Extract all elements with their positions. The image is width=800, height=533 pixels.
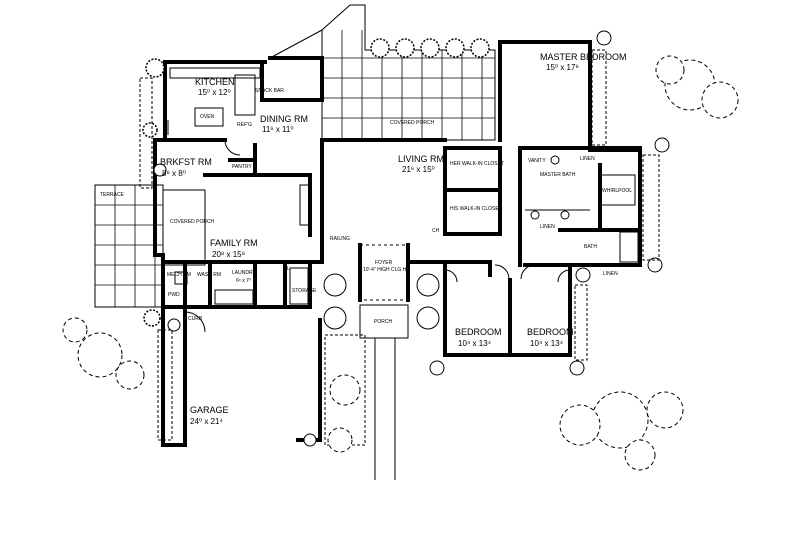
pwd-label: PWD: [168, 292, 180, 298]
ch-label: CH: [432, 228, 440, 234]
his-closet-label: HIS WALK-IN CLOSET: [450, 206, 502, 212]
whirlpool-label: WHIRLPOOL: [602, 188, 632, 194]
refg-label: REF'G: [237, 122, 252, 128]
curb-label: CURB: [188, 316, 203, 322]
cl-label: CL: [283, 266, 290, 272]
linen-label-1: LINEN: [580, 156, 595, 162]
oven-label: OVEN: [200, 114, 215, 120]
bedroom1-dims: 10⁴ x 13⁴: [458, 339, 492, 348]
her-closet-label: HER WALK-IN CLOSET: [450, 161, 504, 167]
linen-label-3: LINEN: [603, 271, 618, 277]
wash-name: WASH RM: [197, 272, 221, 278]
brkfst-dims: 8⁸ x 8⁰: [162, 169, 186, 178]
family-name: FAMILY RM: [210, 238, 258, 248]
covered-porch-left-label: COVERED PORCH: [170, 219, 215, 225]
garage-dims: 24⁰ x 21⁴: [190, 417, 223, 426]
area-labels: COVERED PORCH COVERED PORCH TERRACE PORC…: [100, 88, 632, 325]
storage-label: STORAGE: [292, 288, 317, 294]
kitchen-dims: 15⁰ x 12⁰: [198, 88, 231, 97]
garage-name: GARAGE: [190, 405, 229, 415]
bedroom1-name: BEDROOM: [455, 327, 502, 337]
master-bedroom-name: MASTER BEDROOM: [540, 52, 627, 62]
foyer-note: 10'-4" HIGH CLG HG: [363, 267, 410, 273]
brkfst-name: BRKFST RM: [160, 157, 212, 167]
bath-name: BATH: [584, 244, 597, 250]
vanity-label: VANITY: [528, 158, 546, 164]
terrace-area: [94, 184, 164, 308]
living-dims: 21⁶ x 15⁰: [402, 165, 435, 174]
fixtures: [167, 67, 639, 305]
mech-name: MECH RM: [167, 272, 191, 278]
exterior-walls: [153, 40, 642, 447]
kitchen-name: KITCHEN: [195, 77, 235, 87]
master-bath-name: MASTER BATH: [540, 172, 576, 178]
covered-porch-left-area: [162, 189, 206, 266]
dining-name: DINING RM: [260, 114, 308, 124]
terrace-label: TERRACE: [100, 192, 125, 198]
laundry-dims: 6⁸ x 7⁰: [236, 278, 251, 284]
living-name: LIVING RM: [398, 154, 444, 164]
door-swings: [184, 139, 571, 333]
master-bedroom-dims: 15⁰ x 17⁸: [546, 63, 579, 72]
covered-porch-top-label: COVERED PORCH: [390, 120, 435, 126]
snack-bar-label: SNACK BAR: [255, 88, 284, 94]
dining-dims: 11⁶ x 11⁰: [262, 125, 294, 134]
foyer-outline: [359, 244, 409, 301]
landscape: [62, 30, 739, 471]
linen-label-2: LINEN: [540, 224, 555, 230]
porch-columns: [323, 138, 440, 330]
room-labels: KITCHEN 15⁰ x 12⁰ DINING RM 11⁶ x 11⁰ BR…: [160, 52, 627, 426]
pantry-label: PANTRY: [232, 164, 252, 170]
railing-label: RAILING: [330, 236, 350, 242]
foyer-name: FOYER: [375, 260, 393, 266]
bedroom2-name: BEDROOM: [527, 327, 574, 337]
covered-porch-top-area: [269, 4, 496, 141]
bedroom2-dims: 10⁴ x 13⁴: [530, 339, 564, 348]
laundry-name: LAUNDRY: [232, 270, 256, 276]
family-dims: 20⁸ x 15⁸: [212, 250, 245, 259]
porch-outline: [359, 304, 409, 339]
porch-label: PORCH: [374, 319, 392, 325]
